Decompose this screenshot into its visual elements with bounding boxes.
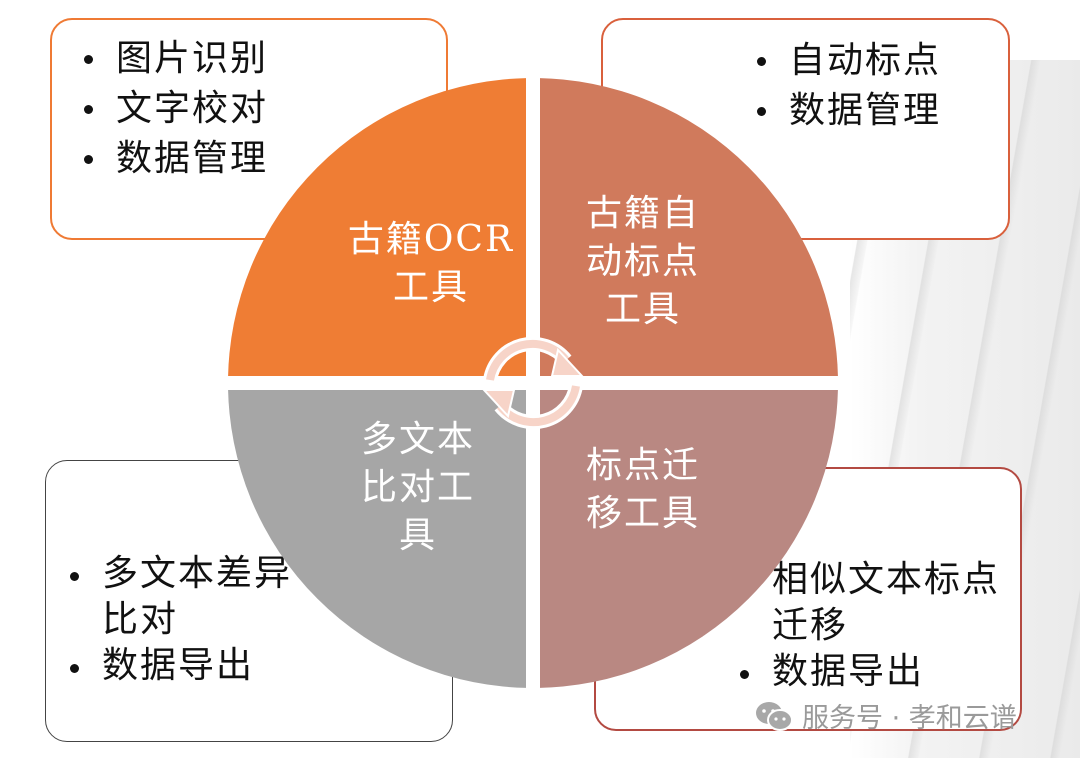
- list-item: 数据管理: [743, 86, 1008, 136]
- list-item: 数据管理: [70, 134, 446, 184]
- quadrant-label-ocr: 古籍OCR 工具: [347, 219, 515, 308]
- watermark-text: 服务号 · 孝和云谱: [802, 703, 1017, 734]
- bullet-icon: [757, 57, 766, 66]
- quadrant-ocr-tool: [228, 78, 526, 376]
- list-item: 多文本差异比对: [56, 551, 452, 643]
- bullet-icon: [757, 107, 766, 116]
- list-item: 数据导出: [726, 649, 1020, 695]
- quadrant-text-compare-tool: [228, 390, 526, 688]
- list-item: 文字校对: [70, 84, 446, 134]
- watermark: 服务号 · 孝和云谱: [754, 696, 1017, 735]
- bullet-icon: [740, 670, 749, 679]
- cycle-arrows-icon: [481, 336, 585, 430]
- list-item: 图片识别: [70, 34, 446, 84]
- bullet-icon: [84, 105, 93, 114]
- quadrant-label-punctuation-transfer: 标点迁 移工具: [585, 445, 700, 534]
- bullet-icon: [70, 572, 79, 581]
- bullet-icon: [84, 55, 93, 64]
- quadrant-punctuation-transfer-tool: [540, 390, 838, 688]
- quadrant-label-auto-punctuation: 古籍自 动标点 工具: [585, 193, 700, 330]
- list-item: 数据导出: [56, 643, 452, 689]
- bullet-icon: [84, 155, 93, 164]
- tool-circle: 古籍OCR 工具 古籍自 动标点 工具 多文本 比对工 具 标点迁 移工具: [228, 78, 838, 688]
- quadrant-auto-punctuation-tool: [540, 78, 838, 376]
- bullet-icon: [70, 664, 79, 673]
- list-item: 自动标点: [743, 36, 1008, 86]
- wechat-icon: [756, 701, 793, 731]
- quadrant-label-text-compare: 多文本 比对工 具: [360, 419, 475, 556]
